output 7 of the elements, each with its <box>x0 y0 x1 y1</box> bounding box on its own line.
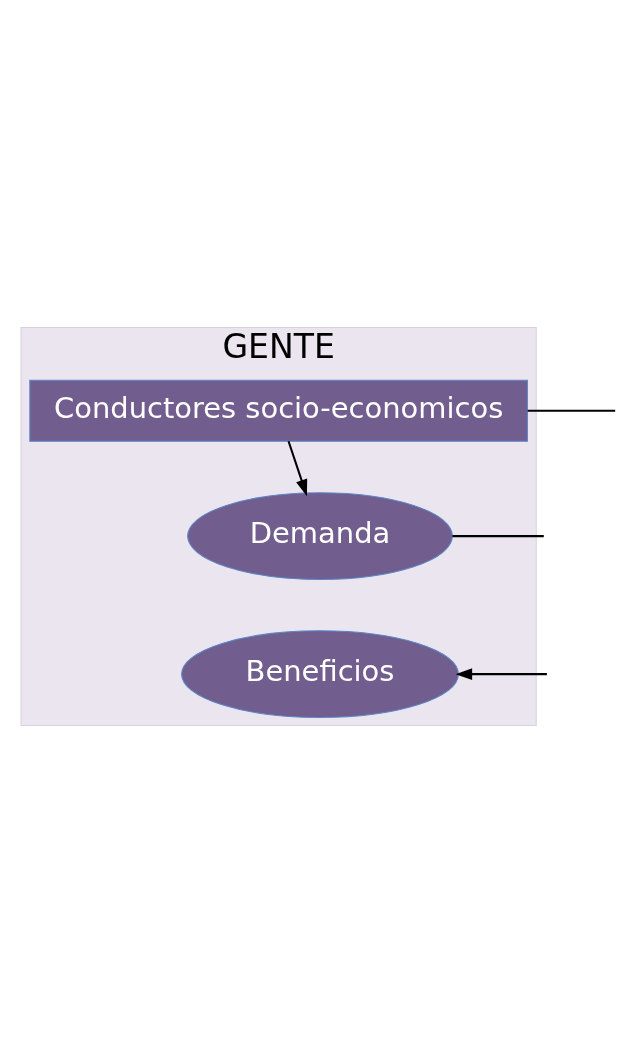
connector <box>452 535 544 538</box>
arrow <box>287 440 308 497</box>
node-ellipse: Demanda <box>187 492 453 580</box>
node-ellipse: Beneficios <box>181 630 459 719</box>
connector <box>527 409 616 412</box>
arrow <box>455 668 547 680</box>
node-box: Conductores socio-economicos <box>29 379 528 442</box>
